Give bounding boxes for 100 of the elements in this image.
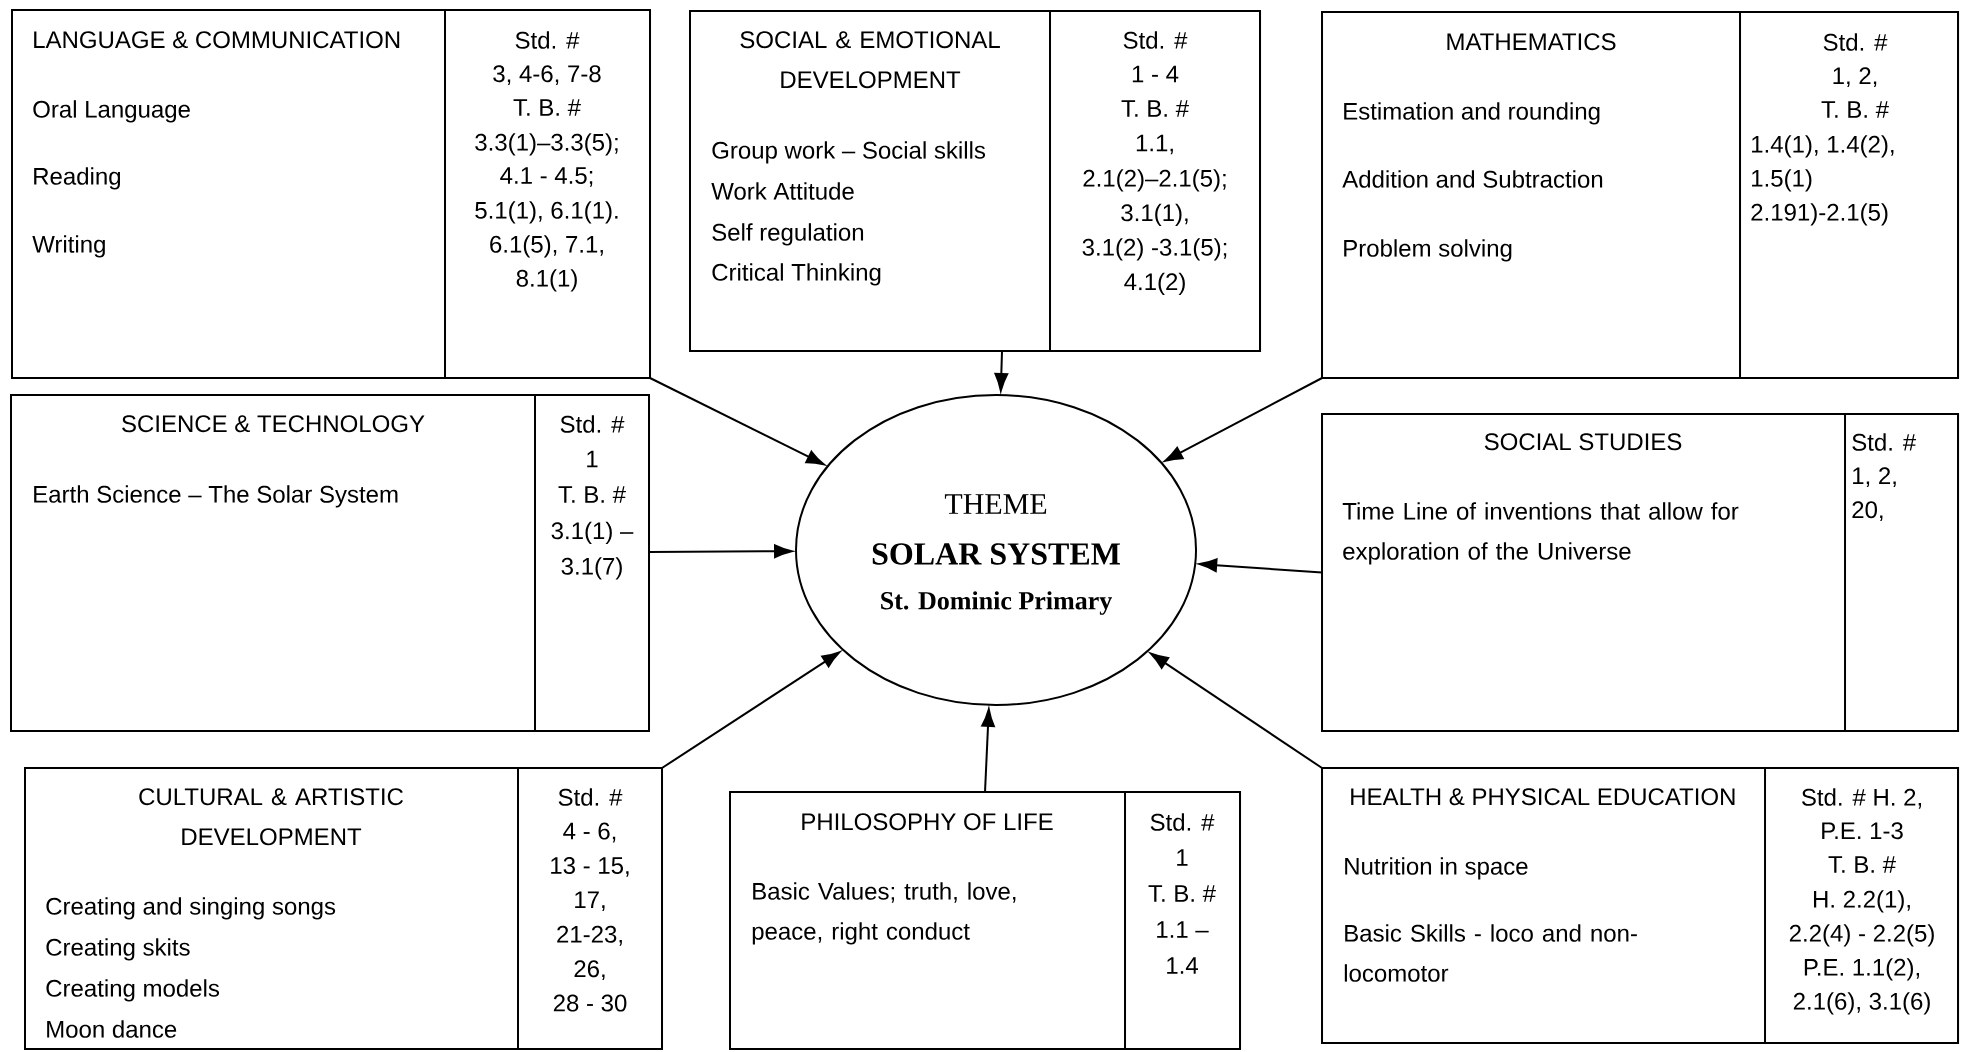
standard-number: 3, 4-6, 7-8 bbox=[493, 65, 601, 86]
standards-column bbox=[1739, 11, 1960, 379]
subject-box bbox=[1321, 11, 1960, 379]
subject-box bbox=[1321, 413, 1960, 732]
standard-number: 3.3(1)–3.3(5); bbox=[475, 133, 618, 156]
standard-number: 4.1 - 4.5; bbox=[500, 167, 593, 187]
subject-heading: CULTURAL & ARTISTIC DEVELOPMENT bbox=[139, 788, 403, 846]
arrow bbox=[1198, 558, 1323, 574]
standard-number: 1.1 – bbox=[1157, 921, 1209, 938]
standard-number: 4 - 6, bbox=[563, 822, 616, 843]
subject-heading: LANGUAGE & COMMUNICATION bbox=[34, 31, 400, 49]
standard-number: Std. # bbox=[1852, 433, 1916, 451]
arrow bbox=[1150, 652, 1323, 769]
subject-box bbox=[1321, 767, 1960, 1044]
standards-column bbox=[1124, 791, 1241, 1050]
topic-text: Creating models bbox=[46, 979, 220, 1002]
standard-number: 20, bbox=[1852, 501, 1883, 522]
standard-number: 2.1(2)–2.1(5); bbox=[1083, 169, 1226, 192]
topic-text: Estimation and rounding bbox=[1344, 102, 1600, 125]
standard-number: T. B. # bbox=[558, 486, 626, 503]
standard-number: T. B. # bbox=[1821, 101, 1889, 118]
subject-box bbox=[729, 791, 1241, 1050]
standard-number: 1, 2, bbox=[1853, 467, 1896, 488]
school-name: St. Dominic Primary bbox=[881, 591, 1113, 615]
standard-number: T. B. # bbox=[513, 99, 581, 116]
topic-text: Creating and singing songs bbox=[46, 897, 336, 920]
standard-number: Std. # bbox=[558, 788, 623, 806]
topic-text: Group work – Social skills bbox=[712, 141, 986, 164]
standards-column bbox=[534, 394, 650, 732]
standard-number: 3.1(1) – bbox=[551, 521, 634, 545]
topic-text: Basic Values; truth, love, peace, right conduct bbox=[752, 882, 1016, 945]
subject-heading: SCIENCE & TECHNOLOGY bbox=[122, 415, 425, 433]
standard-number: 3.1(2) -3.1(5); bbox=[1082, 238, 1227, 261]
standards-column bbox=[1049, 10, 1261, 352]
arrow bbox=[994, 350, 1009, 392]
topic-text: Writing bbox=[32, 235, 105, 258]
subject-box bbox=[11, 9, 651, 379]
subject-heading: SOCIAL & EMOTIONAL DEVELOPMENT bbox=[740, 31, 1000, 89]
topic-text: Work Attitude bbox=[711, 182, 854, 200]
standard-number: 5.1(1), 6.1(1). bbox=[475, 201, 618, 224]
arrow bbox=[661, 651, 841, 769]
standards-column bbox=[517, 767, 663, 1050]
theme-title: SOLAR SYSTEM bbox=[872, 543, 1120, 565]
standard-number: 8.1(1) bbox=[516, 269, 577, 292]
topic-text: Reading bbox=[34, 167, 121, 190]
standard-number: 4.1(2) bbox=[1124, 272, 1185, 296]
standard-number: 21-23, bbox=[557, 925, 622, 946]
topic-text: Nutrition in space bbox=[1345, 857, 1528, 880]
standard-number: 1 bbox=[587, 450, 598, 468]
standard-number: Std. # bbox=[1123, 31, 1188, 49]
standard-number: Std. # bbox=[515, 31, 580, 49]
topic-text: Time Line of inventions that allow for exploration of the Universe bbox=[1342, 502, 1739, 565]
topic-text: Problem solving bbox=[1344, 239, 1512, 262]
topic-text: Oral Language bbox=[33, 100, 190, 123]
standard-number: 1 - 4 bbox=[1132, 65, 1179, 83]
standard-number: Std. # H. 2, bbox=[1801, 788, 1921, 809]
standard-number: P.E. 1-3 bbox=[1822, 822, 1903, 840]
standard-number: 3.1(7) bbox=[561, 557, 622, 580]
standard-number: Std. # bbox=[560, 415, 625, 433]
standard-number: T. B. # bbox=[1148, 885, 1216, 902]
standard-number: 1.1, bbox=[1136, 134, 1173, 155]
standard-number: T. B. # bbox=[1828, 856, 1896, 873]
standard-number: 2.1(6), 3.1(6) bbox=[1793, 992, 1930, 1015]
topic-text: Earth Science – The Solar System bbox=[34, 485, 398, 508]
arrow bbox=[649, 377, 825, 466]
standard-number: 17, bbox=[575, 891, 605, 911]
standard-number: Std. # bbox=[1823, 33, 1888, 51]
subject-heading: SOCIAL STUDIES bbox=[1484, 433, 1682, 451]
standard-number: H. 2.2(1), bbox=[1814, 890, 1910, 913]
subject-box bbox=[10, 394, 650, 732]
subject-box bbox=[24, 767, 663, 1050]
standard-number: 1.5(1) bbox=[1752, 169, 1812, 192]
subject-heading: MATHEMATICS bbox=[1447, 33, 1616, 51]
topic-text: Basic Skills - loco and non-locomotor bbox=[1344, 924, 1637, 982]
standard-number: 2.2(4) - 2.2(5) bbox=[1789, 924, 1934, 947]
standard-number: P.E. 1.1(2), bbox=[1804, 958, 1919, 981]
standards-column bbox=[444, 9, 651, 379]
standard-number: T. B. # bbox=[1121, 100, 1189, 117]
topic-text: Self regulation bbox=[712, 223, 864, 246]
standards-column bbox=[1844, 413, 1960, 732]
standard-number: 28 - 30 bbox=[553, 994, 627, 1012]
standard-number: 26, bbox=[574, 960, 605, 981]
subject-heading: PHILOSOPHY OF LIFE bbox=[802, 813, 1053, 831]
arrow bbox=[648, 544, 793, 559]
standard-number: 2.191)-2.1(5) bbox=[1751, 203, 1888, 226]
theme-label: THEME bbox=[944, 494, 1047, 514]
arrow bbox=[981, 708, 995, 793]
standard-number: 13 - 15, bbox=[551, 857, 629, 877]
standard-number: 1 bbox=[1177, 849, 1188, 866]
subject-heading: HEALTH & PHYSICAL EDUCATION bbox=[1351, 788, 1735, 806]
standard-number: 6.1(5), 7.1, bbox=[490, 235, 603, 258]
theme-ellipse bbox=[795, 394, 1197, 706]
standard-number: 1, 2, bbox=[1833, 67, 1877, 88]
topic-text: Critical Thinking bbox=[712, 263, 881, 286]
subject-box bbox=[689, 10, 1261, 352]
standards-column bbox=[1764, 767, 1960, 1044]
standard-number: 1.4(1), 1.4(2), bbox=[1752, 135, 1894, 158]
standard-number: Std. # bbox=[1150, 813, 1215, 831]
topic-text: Moon dance bbox=[47, 1020, 177, 1038]
standard-number: 1.4 bbox=[1167, 957, 1198, 974]
